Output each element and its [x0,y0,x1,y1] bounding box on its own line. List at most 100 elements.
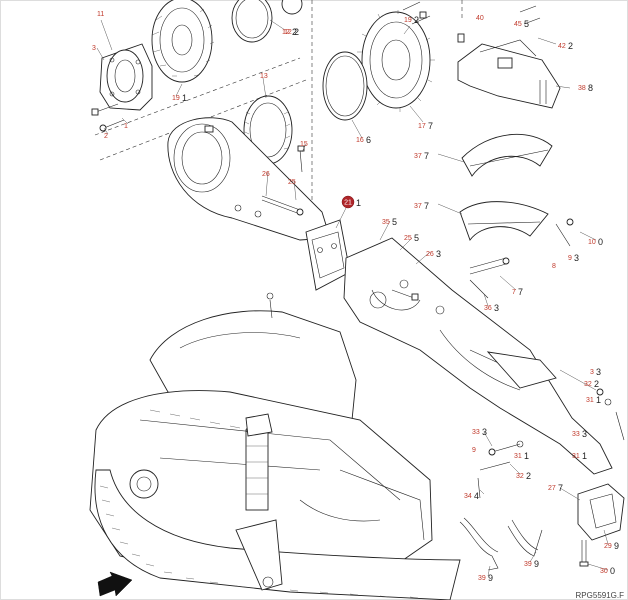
callout-number[interactable]: 38 [578,85,586,92]
callout-number[interactable]: 25 [404,235,412,242]
callout-number[interactable]: 25 [288,179,296,186]
part-callout[interactable]: 1 [124,123,128,130]
part-callout[interactable]: 15 [300,141,308,148]
callout-quantity: 2 [526,471,531,481]
callout-number[interactable]: 2 [104,133,108,140]
callout-number[interactable]: 1 [124,123,128,130]
callout-number[interactable]: 27 [548,485,556,492]
callout-quantity: 7 [424,151,429,161]
callout-number[interactable]: 31 [586,397,594,404]
callout-number[interactable]: 13 [260,73,268,80]
callout-number[interactable]: 31 [572,453,580,460]
part-callout[interactable]: 26 [262,171,270,178]
callout-number[interactable]: 33 [572,431,580,438]
callout-number[interactable]: 15 [300,141,308,148]
tractor-illustration [89,292,461,600]
callout-number[interactable]: 12 [282,29,290,36]
callout-number[interactable]: 8 [552,263,556,270]
callout-number[interactable]: 40 [476,15,484,22]
selected-part-hotspot[interactable]: 21 1 [335,195,361,229]
callout-number[interactable]: 36 [484,305,492,312]
callout-number[interactable]: 16 [356,137,364,144]
part-callout[interactable]: 2 [104,133,108,140]
callout-number[interactable]: 26 [262,171,270,178]
callout-number[interactable]: 35 [382,219,390,226]
part-callout[interactable]: 40 [476,15,484,22]
callout-number[interactable]: 11 [97,11,104,18]
part-callout[interactable]: 8 [552,263,556,270]
callout-number[interactable]: 9 [568,255,572,262]
callout-number[interactable]: 45 [514,21,522,28]
part-callout[interactable]: 25 [288,179,296,186]
part-callout[interactable]: 11 [97,11,104,18]
part-callout[interactable]: 13 [260,73,268,80]
hotspot-marker[interactable] [341,195,355,209]
callout-number[interactable]: 19 [172,95,180,102]
callout-number[interactable]: 39 [478,575,486,582]
callout-number[interactable]: 33 [472,429,480,436]
callout-number[interactable]: 37 [414,203,422,210]
callout-number[interactable]: 37 [414,153,422,160]
callout-number[interactable]: 10 [588,239,596,246]
callout-number[interactable]: 32 [584,381,592,388]
callout-number[interactable]: 3 [92,45,96,52]
axle-beam-part [343,237,613,475]
callout-quantity: 7 [424,201,429,211]
callout-number[interactable]: 7 [512,289,516,296]
callout-number[interactable]: 26 [426,251,434,258]
callout-number[interactable]: 34 [464,493,472,500]
callout-number[interactable]: 3 [590,369,594,376]
callout-quantity: 1 [596,395,601,405]
callout-quantity: 6 [366,135,371,145]
part-callout[interactable]: 3 [92,45,96,52]
callout-number[interactable]: 30 [600,568,608,575]
shield-part [459,133,553,241]
callout-number[interactable]: 39 [524,561,532,568]
callout-number[interactable]: 19 [404,17,412,24]
hotspot-number[interactable]: 21 [344,200,352,207]
hotspot-quantity: 1 [356,198,361,208]
callout-number[interactable]: 17 [418,123,426,130]
part-callout[interactable]: 9 [472,447,476,454]
callout-number[interactable]: 31 [514,453,522,460]
callout-number[interactable]: 29 [604,543,612,550]
callout-number[interactable]: 32 [516,473,524,480]
callout-number[interactable]: 12 [284,29,292,36]
callout-number[interactable]: 9 [472,447,476,454]
callout-number[interactable]: 42 [558,43,566,50]
pin-part [391,257,510,301]
drawing-reference-code: RPG5591G.F [575,591,624,600]
